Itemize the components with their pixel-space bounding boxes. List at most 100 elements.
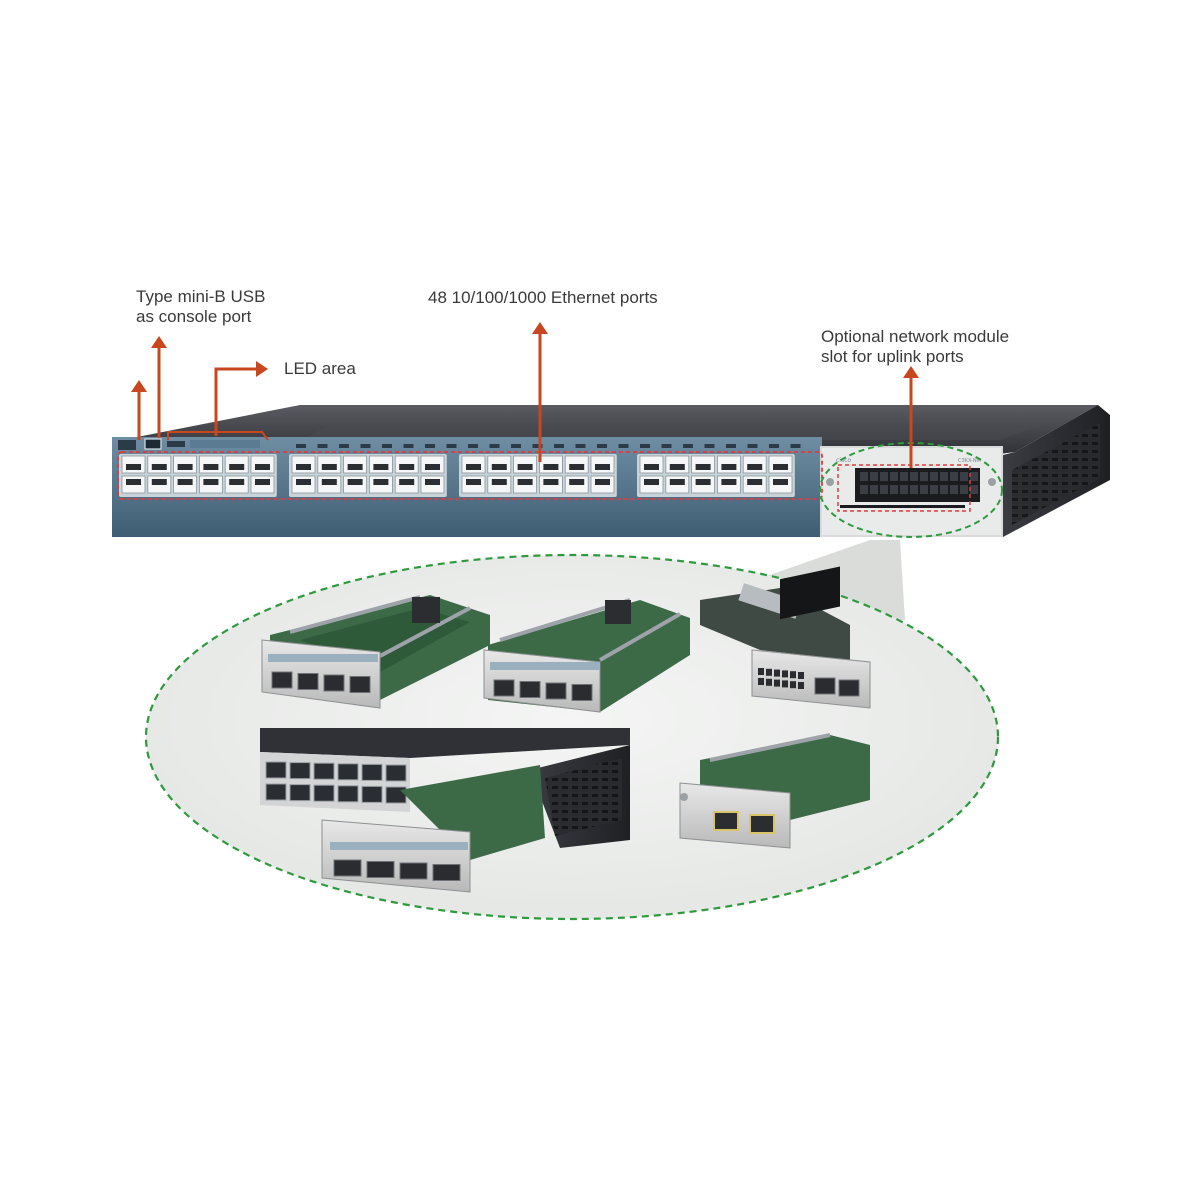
ethernet-port-jack [203, 464, 219, 470]
ethernet-port-jack [255, 479, 270, 485]
sfp-cage [432, 864, 461, 881]
usb-console-label-line2: as console port [136, 307, 252, 326]
ethernet-port-jack [595, 479, 610, 485]
module-port [766, 668, 772, 676]
ethernet-port-jack [255, 464, 270, 470]
ethernet-port [313, 784, 335, 802]
ethernet-port-jack [229, 479, 245, 485]
ethernet-port-jack [296, 479, 311, 485]
ethernet-port-jack [491, 479, 507, 485]
ethernet-port-jack [151, 464, 167, 470]
module-port [790, 681, 796, 689]
ethernet-port-jack [425, 464, 440, 470]
ethernet-port-groups [119, 454, 795, 497]
ethernet-port-jack [644, 479, 659, 485]
ethernet-port-jack [543, 464, 559, 470]
ethernet-port-jack [569, 479, 585, 485]
ethernet-port-jack [373, 479, 389, 485]
module-bay-port [880, 485, 888, 494]
module-bay-port [930, 485, 938, 494]
network-module-4sfp-b [483, 598, 690, 713]
ethernet-port-jack [203, 479, 219, 485]
ethernet-port-jack [347, 479, 363, 485]
usb-console-callout: Type mini-B USB as console port [136, 287, 265, 327]
ethernet-port-jack [595, 464, 610, 470]
module-port [766, 678, 772, 686]
status-led [489, 444, 500, 448]
status-led [446, 444, 457, 448]
led-area-callout: LED area [284, 359, 356, 379]
usb-console-port [144, 438, 162, 450]
sfp-cage [571, 684, 593, 701]
sfp-cage [814, 677, 836, 695]
led-area [190, 440, 260, 448]
usb-console-label-line1: Type mini-B USB [136, 287, 266, 306]
module-bay-port [920, 472, 928, 481]
sfp-cage [271, 671, 293, 689]
module-bay-port [940, 485, 948, 494]
module-bay-port [900, 485, 908, 494]
module-bay-port [900, 472, 908, 481]
callout-arrows [131, 322, 919, 468]
status-led [425, 444, 435, 448]
ethernet-port-jack [669, 464, 685, 470]
network-module-2rj45 [679, 566, 870, 849]
status-led [704, 444, 715, 448]
led-area-label: LED area [284, 359, 356, 378]
ethernet-port-jack [669, 479, 685, 485]
ethernet-port-jack [747, 464, 763, 470]
module-led-strip [490, 662, 600, 670]
module-bay-port [890, 485, 898, 494]
module-led-strip [268, 654, 378, 662]
sfp-cage [323, 674, 345, 692]
ethernet-port [265, 761, 287, 779]
module-bay-port [970, 485, 978, 494]
module-bay-port [960, 485, 968, 494]
module-bay-port [960, 472, 968, 481]
ethernet-port-jack [296, 464, 311, 470]
network-module-callout: Optional network module slot for uplink … [821, 327, 1009, 367]
ethernet-port [337, 763, 359, 781]
ethernet-port-jack [517, 464, 533, 470]
module-bay-port [860, 472, 868, 481]
module-port [758, 668, 764, 675]
sfp-cage [349, 676, 371, 693]
ethernet-ports-label: 48 10/100/1000 Ethernet ports [428, 288, 658, 307]
module-port [798, 672, 804, 679]
ethernet-port [289, 762, 311, 780]
ethernet-port [337, 785, 359, 803]
ethernet-port-jack [177, 464, 193, 470]
sfp-cage [519, 681, 541, 698]
ethernet-port-jack [569, 464, 585, 470]
ethernet-port-jack [126, 479, 141, 485]
module-port [782, 680, 788, 688]
status-led [597, 444, 607, 448]
ethernet-port-jack [773, 479, 788, 485]
status-led [683, 444, 693, 448]
sfp-cage [545, 682, 567, 700]
svg-text:C3KX-NM: C3KX-NM [958, 458, 981, 464]
ethernet-port-jack [399, 479, 415, 485]
network-module-label-line2: slot for uplink ports [821, 347, 964, 366]
status-led [640, 444, 650, 448]
module-port [790, 671, 796, 679]
ethernet-port-jack [466, 464, 481, 470]
status-led [790, 444, 801, 448]
module-port [758, 678, 764, 685]
module-bay-port [910, 472, 918, 481]
network-module-4sfp-a [261, 595, 490, 709]
module-led-strip [330, 842, 468, 850]
ethernet-port-jack [721, 464, 737, 470]
switch-chassis: cisco C3KX-NM [112, 405, 1110, 538]
status-led [769, 444, 779, 448]
ethernet-port [361, 763, 383, 781]
module-bay-port [860, 485, 868, 494]
status-led [360, 444, 371, 448]
sfp-cage [297, 673, 319, 690]
module-bay-port [870, 485, 878, 494]
ethernet-port-jack [721, 479, 737, 485]
ethernet-port-jack [151, 479, 167, 485]
ethernet-port-jack [491, 464, 507, 470]
